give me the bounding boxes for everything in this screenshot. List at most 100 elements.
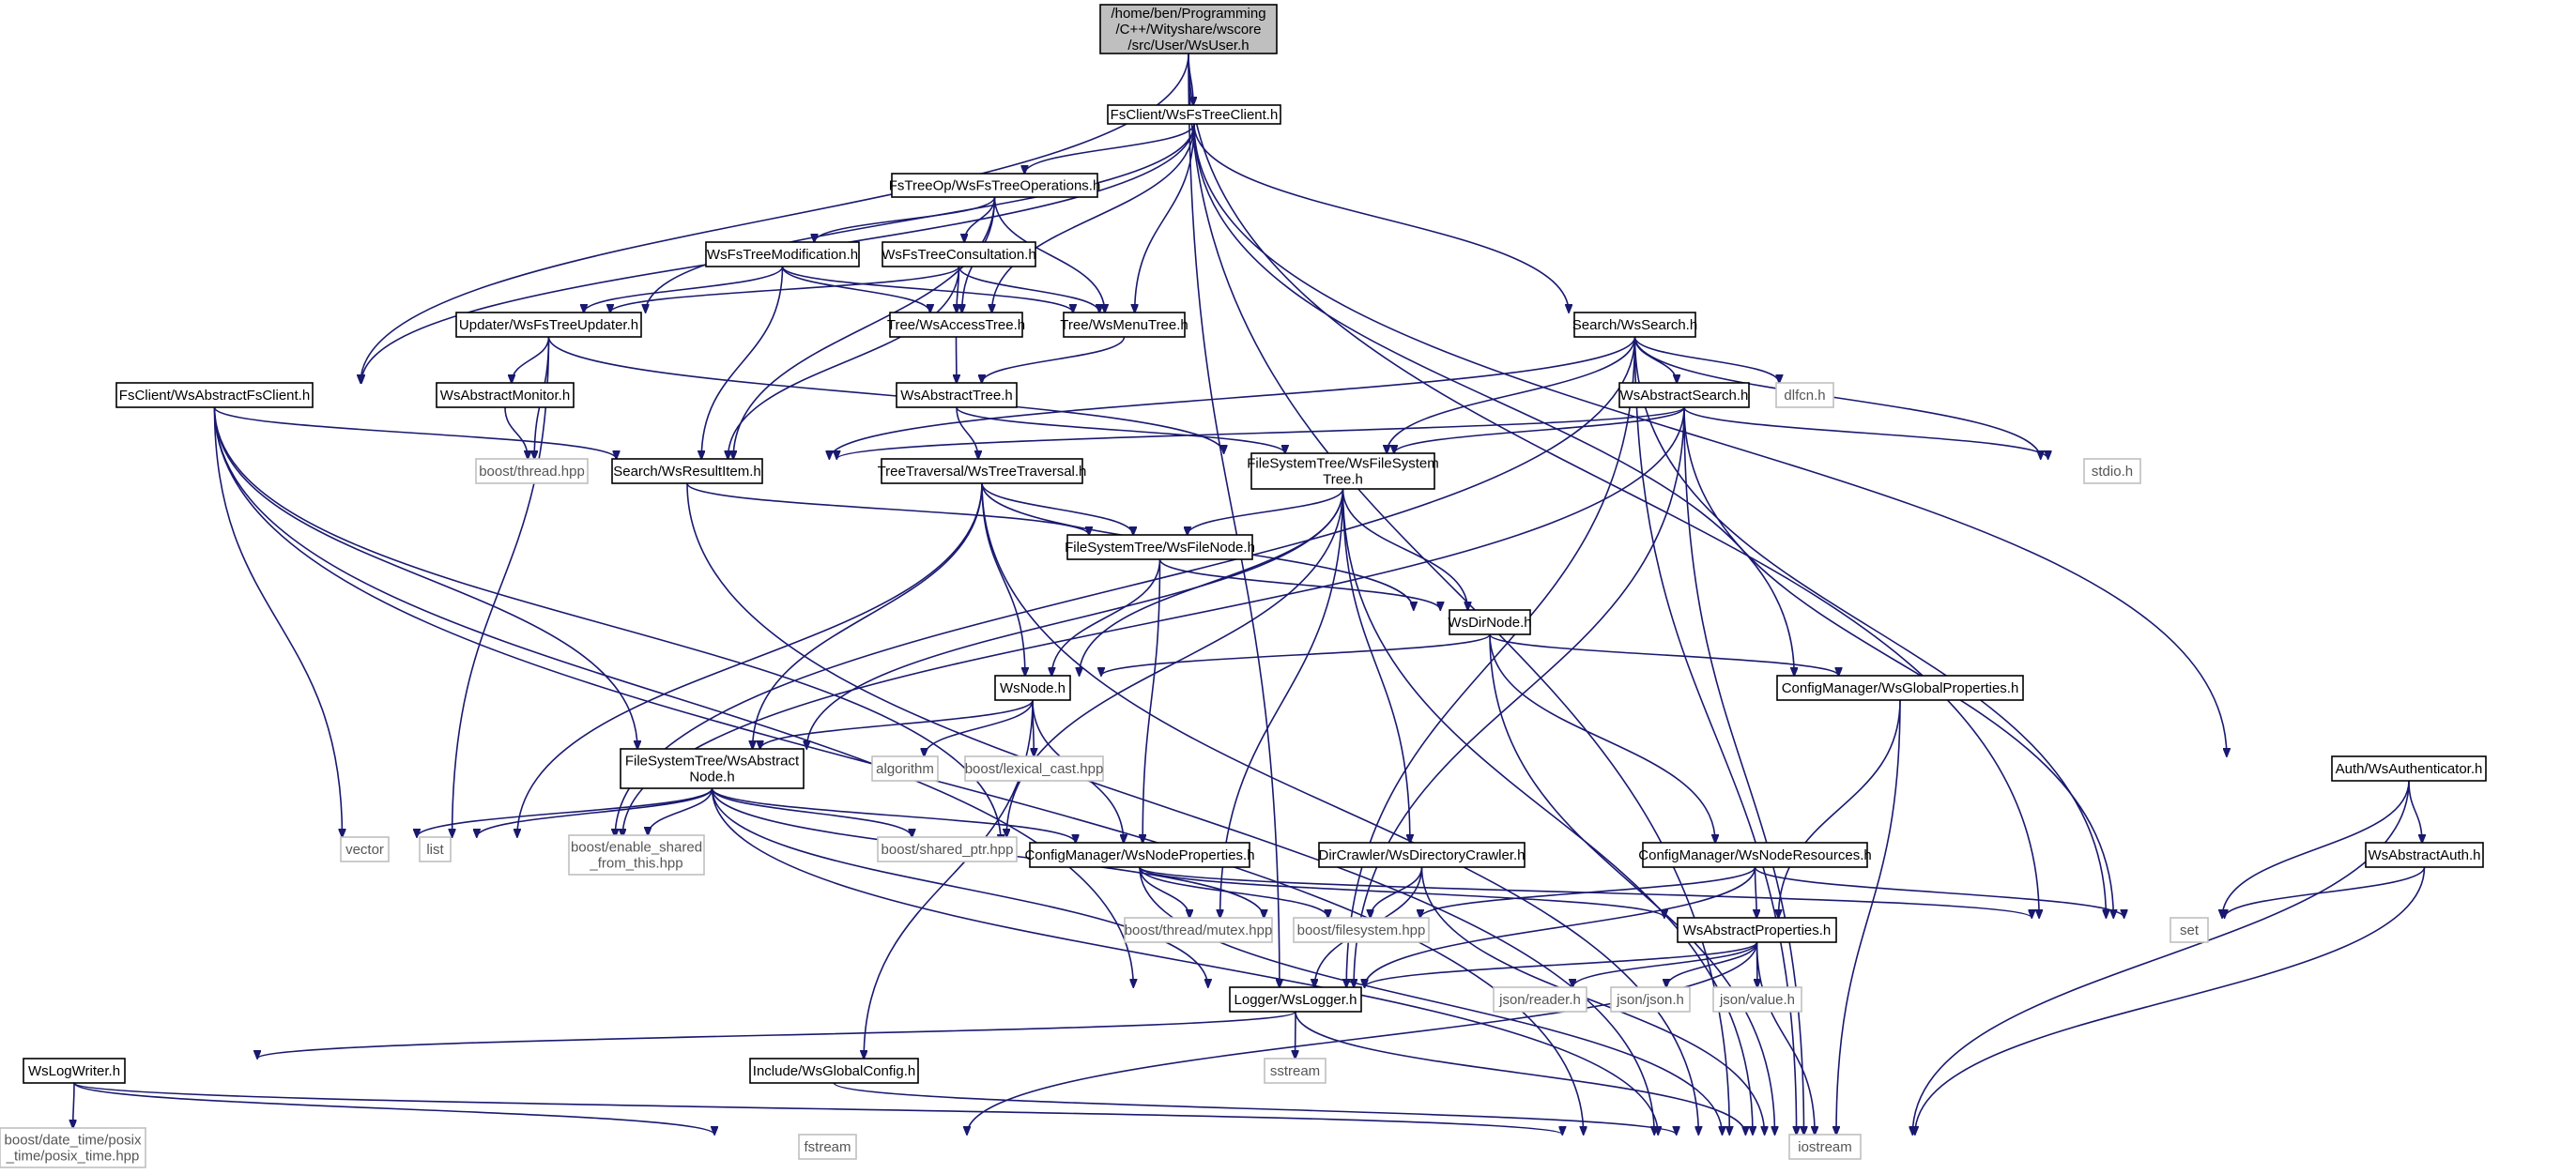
edge-logwriter-to-fstream bbox=[73, 1082, 714, 1135]
node-abstracttree[interactable]: WsAbstractTree.h bbox=[896, 382, 1018, 408]
edge-updater-to-filesystemtree bbox=[547, 336, 1224, 453]
node-box bbox=[871, 755, 939, 782]
edge-dirnode-to-wsnode bbox=[1101, 633, 1491, 676]
node-posixtime: boost/date_time/posix_time/posix_time.hp… bbox=[0, 1127, 146, 1168]
edge-resultitem-to-iostream bbox=[686, 482, 1654, 1135]
edge-wsnode-to-algorithm bbox=[924, 699, 1034, 756]
node-label: Include/WsGlobalConfig.h bbox=[753, 1063, 915, 1079]
node-jsonreader: json/reader.h bbox=[1493, 986, 1587, 1013]
node-fstream: fstream bbox=[798, 1134, 857, 1160]
node-label: WsAbstractTree.h bbox=[900, 388, 1012, 404]
edge-treeconsultation-to-resultitem bbox=[728, 266, 960, 459]
node-globalconfig[interactable]: Include/WsGlobalConfig.h bbox=[749, 1058, 919, 1084]
node-authenticator[interactable]: Auth/WsAuthenticator.h bbox=[2331, 755, 2487, 782]
edge-abstractsearch-to-filesystemtree bbox=[1394, 406, 1685, 453]
node-treetraversal[interactable]: TreeTraversal/WsTreeTraversal.h bbox=[878, 458, 1087, 484]
edge-abstractnode-to-nodeproperties bbox=[711, 787, 1076, 843]
node-label: FsClient/WsAbstractFsClient.h bbox=[119, 388, 310, 404]
node-treeconsultation[interactable]: WsFsTreeConsultation.h bbox=[882, 241, 1036, 267]
node-label: Auth/WsAuthenticator.h bbox=[2336, 761, 2483, 777]
node-box bbox=[1293, 917, 1430, 943]
node-label: WsLogWriter.h bbox=[28, 1063, 120, 1079]
node-label: list bbox=[426, 842, 444, 858]
node-logwriter[interactable]: WsLogWriter.h bbox=[23, 1058, 126, 1084]
node-label: boost/shared_ptr.hpp bbox=[882, 842, 1014, 858]
edge-root-to-iostream bbox=[1188, 53, 1729, 1135]
node-abstractmonitor[interactable]: WsAbstractMonitor.h bbox=[436, 382, 575, 408]
edge-fstreeop-to-treemodification bbox=[814, 196, 996, 242]
node-search[interactable]: Search/WsSearch.h bbox=[1572, 312, 1697, 338]
node-dirnode[interactable]: WsDirNode.h bbox=[1448, 609, 1532, 635]
edge-abstractsearch-to-stdio bbox=[1683, 406, 2048, 459]
edge-abstractfsclient-to-logger bbox=[213, 406, 1134, 987]
node-box bbox=[1776, 675, 2024, 701]
node-root[interactable]: /home/ben/Programming/C++/Wityshare/wsco… bbox=[1099, 4, 1278, 54]
edge-logger-to-iostream bbox=[1295, 1011, 1745, 1135]
edge-abstractsearch-to-iostream bbox=[1683, 406, 1804, 1135]
edge-treemodification-to-updater bbox=[584, 266, 784, 313]
edge-noderesources-to-set bbox=[1754, 866, 2124, 918]
node-noderesources[interactable]: ConfigManager/WsNodeResources.h bbox=[1638, 842, 1872, 868]
node-box bbox=[889, 312, 1023, 338]
node-label: WsNode.h bbox=[1000, 680, 1066, 696]
node-treemodification[interactable]: WsFsTreeModification.h bbox=[705, 241, 860, 267]
node-fstreeop[interactable]: FsTreeOp/WsFsTreeOperations.h bbox=[889, 173, 1101, 198]
node-box bbox=[705, 241, 860, 267]
edge-authenticator-to-iostream bbox=[1912, 780, 2410, 1135]
node-label: set bbox=[2180, 922, 2200, 938]
node-box bbox=[2365, 842, 2484, 868]
edge-dircrawler-to-iostream bbox=[1420, 866, 1765, 1135]
edge-treemodification-to-accesstree bbox=[781, 266, 930, 313]
node-label: algorithm bbox=[876, 761, 934, 777]
edge-search-to-dlfcn bbox=[1633, 336, 1780, 383]
node-resultitem[interactable]: Search/WsResultItem.h bbox=[611, 458, 763, 484]
edge-treetraversal-to-abstractnode bbox=[753, 482, 983, 749]
edge-treetraversal-to-filenode bbox=[981, 482, 1133, 535]
node-dircrawler[interactable]: DirCrawler/WsDirectoryCrawler.h bbox=[1318, 842, 1526, 868]
node-filenode[interactable]: FileSystemTree/WsFileNode.h bbox=[1065, 534, 1255, 560]
node-globalproperties[interactable]: ConfigManager/WsGlobalProperties.h bbox=[1776, 675, 2024, 701]
node-box bbox=[2170, 917, 2209, 943]
edge-abstractauth-to-iostream bbox=[1915, 866, 2426, 1135]
edge-authenticator-to-abstractauth bbox=[2408, 780, 2422, 843]
edge-fsclient-treeclient-to-authenticator bbox=[1193, 123, 2227, 756]
edge-logwriter-to-iostream bbox=[73, 1082, 1562, 1135]
node-fsclient-treeclient[interactable]: FsClient/WsFsTreeClient.h bbox=[1107, 104, 1281, 125]
node-abstractsearch[interactable]: WsAbstractSearch.h bbox=[1618, 382, 1750, 408]
node-box bbox=[2083, 458, 2141, 484]
edge-abstractnode-to-list bbox=[477, 787, 713, 837]
node-label: fstream bbox=[804, 1139, 851, 1155]
node-label: WsAbstractSearch.h bbox=[1620, 388, 1749, 404]
edge-wsnode-to-abstractnode bbox=[760, 699, 1034, 749]
node-box bbox=[1642, 842, 1868, 868]
node-box bbox=[964, 755, 1104, 782]
node-abstractfsclient[interactable]: FsClient/WsAbstractFsClient.h bbox=[115, 382, 314, 408]
node-box bbox=[620, 748, 805, 789]
node-accesstree[interactable]: Tree/WsAccessTree.h bbox=[887, 312, 1025, 338]
node-box bbox=[475, 458, 589, 484]
edge-fsclient-treeclient-to-menutree bbox=[1135, 123, 1195, 313]
node-logger[interactable]: Logger/WsLogger.h bbox=[1229, 986, 1362, 1013]
node-abstractauth[interactable]: WsAbstractAuth.h bbox=[2365, 842, 2484, 868]
node-label: /src/User/WsUser.h bbox=[1127, 38, 1249, 53]
node-updater[interactable]: Updater/WsFsTreeUpdater.h bbox=[455, 312, 642, 338]
node-label: /home/ben/Programming bbox=[1111, 6, 1265, 22]
node-box bbox=[994, 675, 1071, 701]
edge-abstractnode-to-iostream bbox=[711, 787, 1659, 1135]
node-box bbox=[877, 836, 1018, 862]
node-label: WsFsTreeModification.h bbox=[707, 247, 858, 263]
node-label: sstream bbox=[1270, 1063, 1320, 1079]
edge-search-to-list bbox=[615, 336, 1636, 837]
edge-filenode-to-nodeproperties bbox=[1142, 558, 1161, 843]
edge-abstractauth-to-set bbox=[2225, 866, 2426, 918]
node-nodeproperties[interactable]: ConfigManager/WsNodeProperties.h bbox=[1024, 842, 1255, 868]
node-label: FileSystemTree/WsFileSystem bbox=[1247, 455, 1438, 471]
node-wsnode[interactable]: WsNode.h bbox=[994, 675, 1071, 701]
node-menutree[interactable]: Tree/WsMenuTree.h bbox=[1060, 312, 1188, 338]
node-abstractproperties[interactable]: WsAbstractProperties.h bbox=[1677, 917, 1837, 943]
edge-filenode-to-dirnode bbox=[1158, 558, 1441, 610]
node-box bbox=[749, 1058, 919, 1084]
edge-abstractnode-to-vector bbox=[417, 787, 713, 837]
